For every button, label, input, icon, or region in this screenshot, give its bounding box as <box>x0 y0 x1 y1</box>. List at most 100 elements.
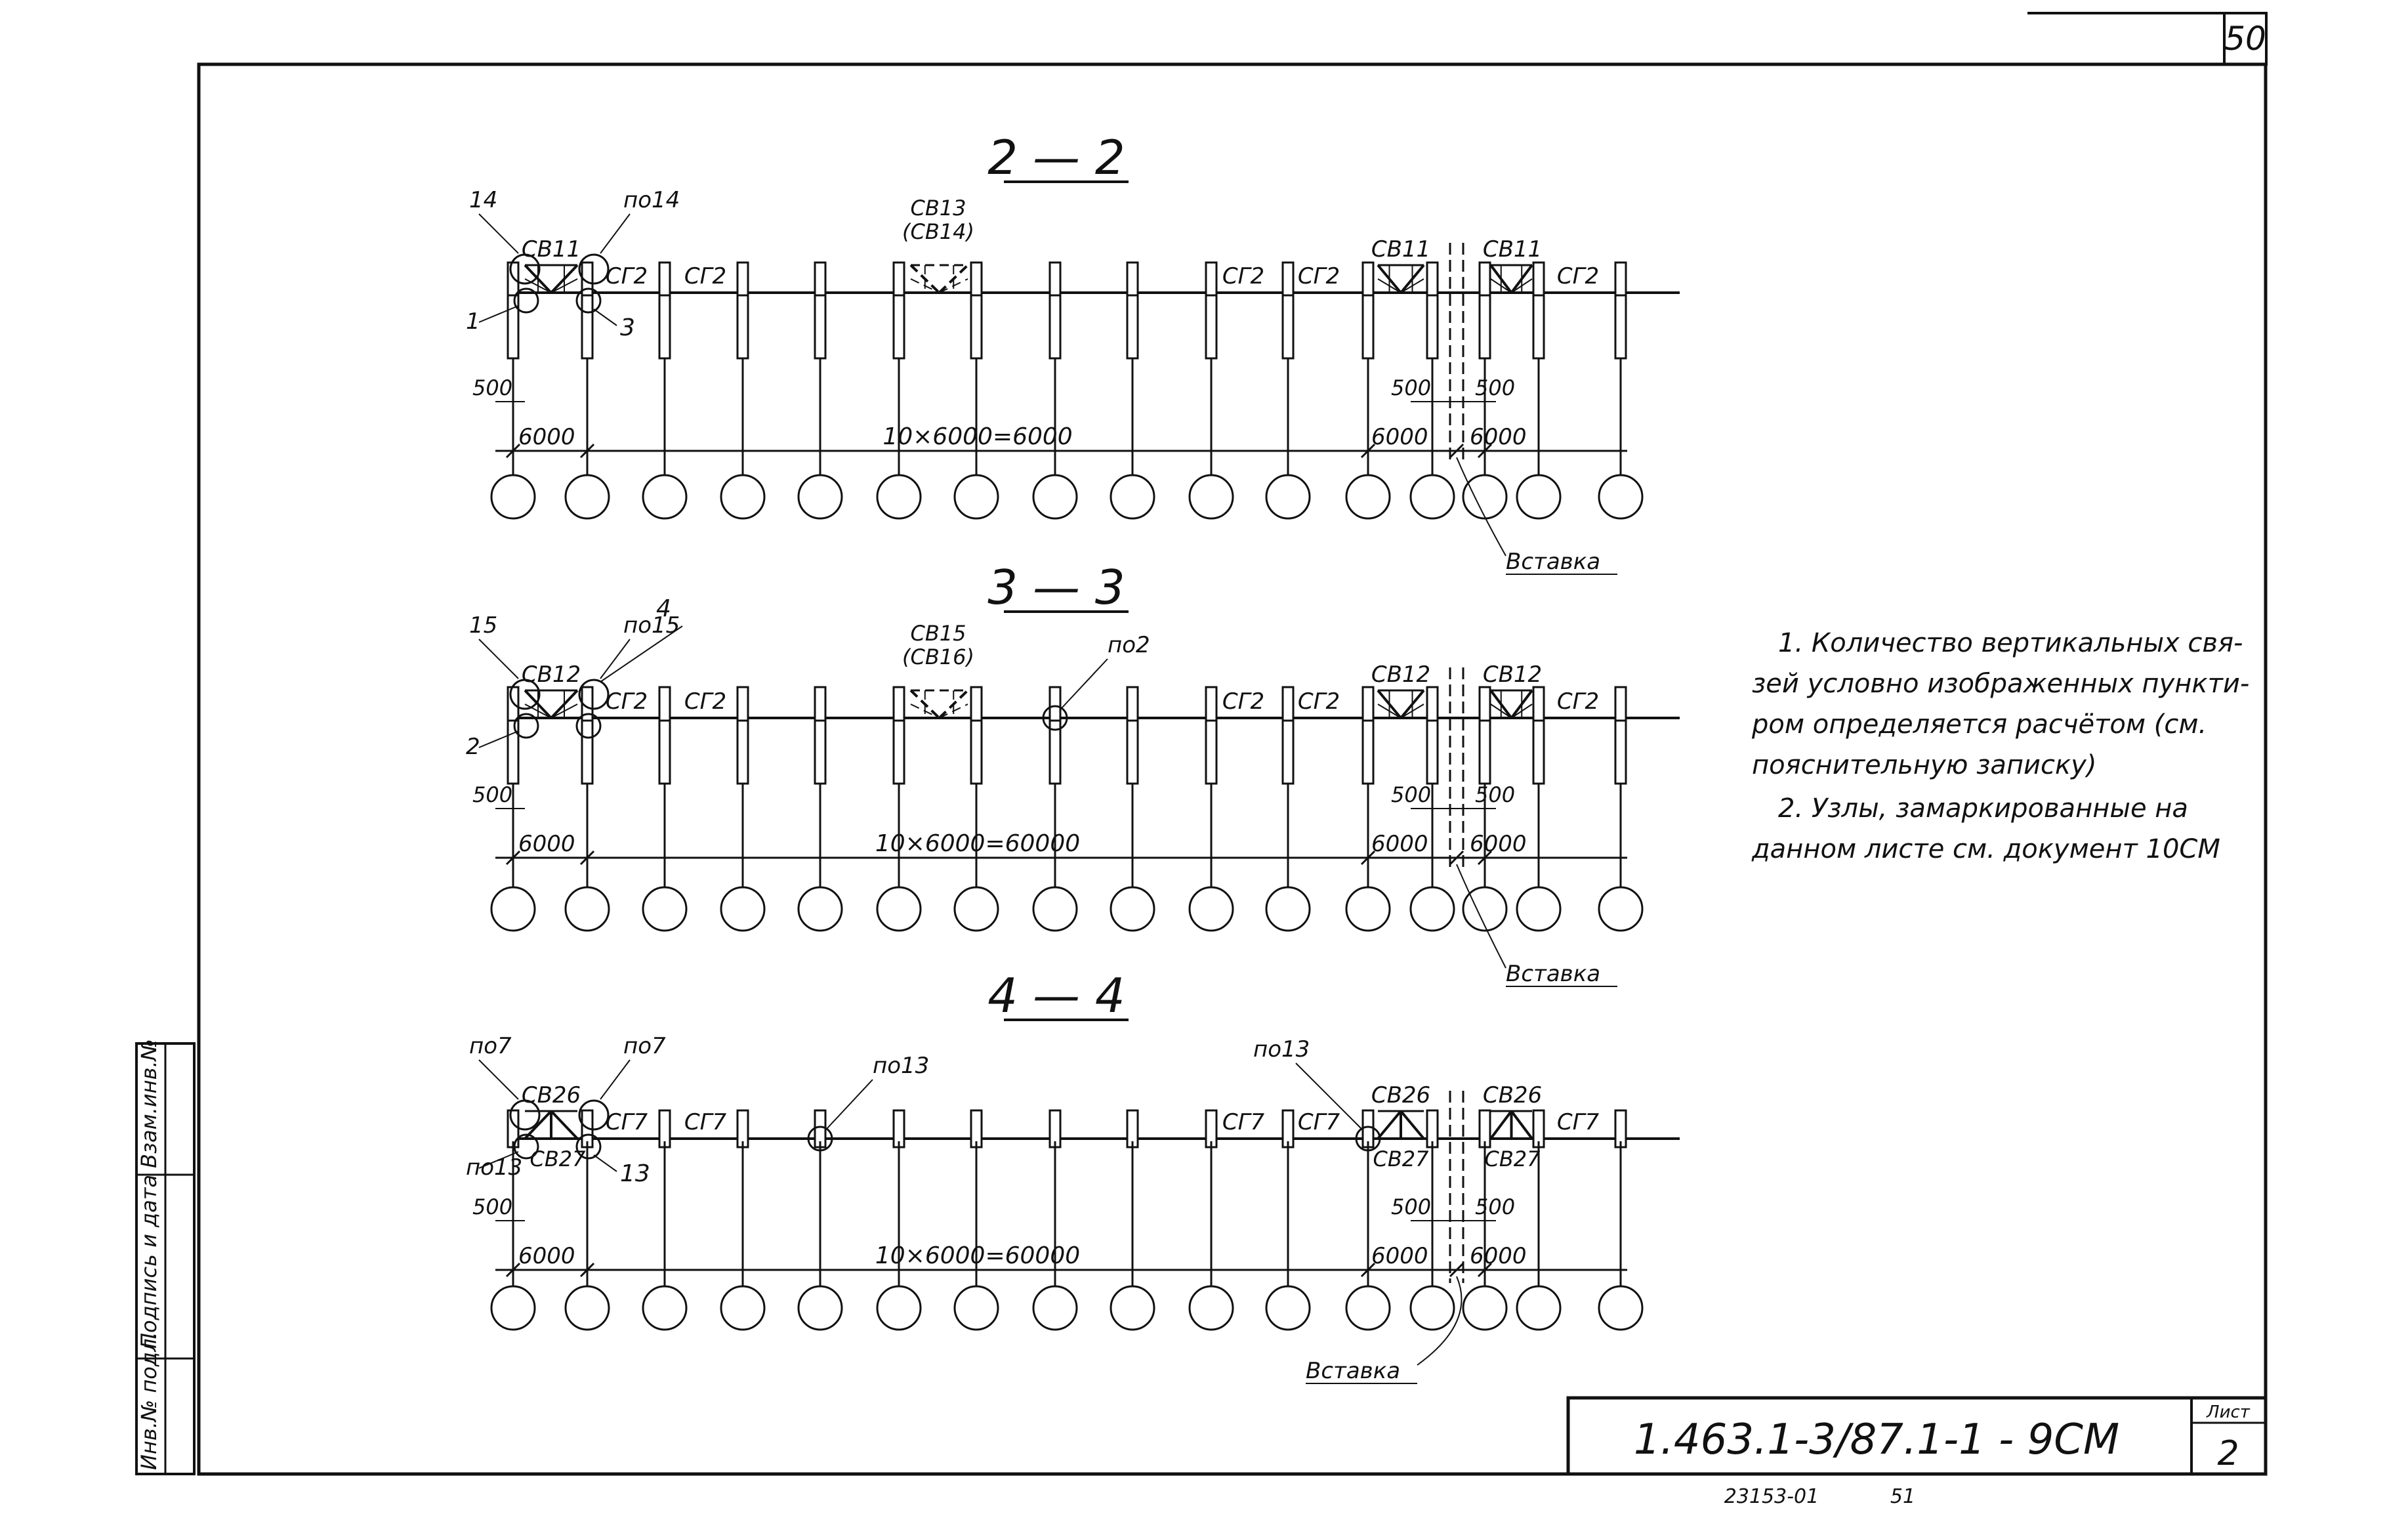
dimension-tick <box>1477 850 1493 866</box>
axis-bubble <box>642 886 688 932</box>
column-shaft <box>892 294 905 360</box>
column <box>1345 1109 1391 1331</box>
axis-bubble <box>490 886 536 932</box>
column-shaft <box>1614 294 1627 360</box>
brace-right-a-label: СВ11 <box>1371 236 1430 263</box>
axis-bubble <box>953 886 999 932</box>
span-right-b: 6000 <box>1470 424 1527 450</box>
brace-diagonal <box>1489 1110 1513 1140</box>
beam-label: СГ2 <box>1298 688 1340 715</box>
node-leader <box>1061 658 1108 709</box>
node-label-tl: 15 <box>469 612 497 639</box>
column-shaft <box>1478 294 1491 360</box>
column <box>1598 1109 1644 1331</box>
right-offset-a: 500 <box>1391 782 1431 807</box>
column-shaft <box>581 294 594 360</box>
axis-bubble <box>1265 886 1311 932</box>
node-leader <box>478 1151 519 1169</box>
brace-left-label: СВ26 <box>522 1082 581 1108</box>
axis-bubble <box>720 1285 766 1331</box>
column-shaft <box>658 719 671 785</box>
column <box>1265 261 1311 520</box>
brace-right-b-label: СВ12 <box>1483 662 1542 688</box>
column-shaft <box>814 719 827 785</box>
dimension-tick <box>1477 443 1493 459</box>
axis-bubble <box>564 1285 610 1331</box>
drawing-frame: 50 <box>197 12 2268 1476</box>
column <box>1345 261 1391 520</box>
node-label-extra: 4 <box>656 595 671 622</box>
dimension-tick <box>579 443 595 459</box>
beam-label: СГ7 <box>1222 1109 1265 1135</box>
axis-bubble <box>1032 1285 1078 1331</box>
node-label-tl: 14 <box>469 187 497 213</box>
brace-right-a-label: СВ26 <box>1371 1082 1430 1108</box>
brace-right-a <box>1377 689 1425 719</box>
node-circle <box>578 253 610 285</box>
column-shaft <box>1478 719 1491 785</box>
axis-bubble <box>1516 1285 1562 1331</box>
axis-bubble <box>1188 886 1234 932</box>
brace-diagonal <box>939 278 968 293</box>
brace-diagonal <box>1400 704 1424 719</box>
section-title: 2 — 2 <box>987 130 1125 185</box>
column <box>1188 261 1234 520</box>
stamp-cell-replace: Взам.инв.№ <box>136 1039 161 1168</box>
right-offset-b: 500 <box>1475 1194 1515 1219</box>
beam-label: СГ2 <box>1298 263 1340 289</box>
axis-bubble <box>876 886 922 932</box>
node-circle <box>513 287 539 314</box>
beam-label: СГ7 <box>606 1109 648 1135</box>
column <box>490 261 536 520</box>
axis-bubble <box>564 474 610 520</box>
dimension-tick <box>1360 1262 1376 1278</box>
column <box>1409 261 1455 520</box>
axis-bubble <box>1110 1285 1155 1331</box>
node-circle <box>513 1133 539 1160</box>
brace-diagonal <box>550 1110 579 1140</box>
axis-bubble <box>1409 474 1455 520</box>
brace-diagonal <box>910 704 940 719</box>
column-shaft <box>1361 294 1375 360</box>
node-circle <box>509 679 541 710</box>
column <box>797 261 843 520</box>
column <box>1516 261 1562 520</box>
span-total: 10×6000=60000 <box>875 830 1080 857</box>
beam-label: СГ2 <box>606 688 648 715</box>
left-offset: 500 <box>472 375 512 400</box>
span-first: 6000 <box>518 424 575 450</box>
node-leader <box>826 1079 873 1129</box>
axis-bubble <box>1345 474 1391 520</box>
node-leader <box>478 639 519 679</box>
right-offset-a: 500 <box>1391 1194 1431 1219</box>
column <box>642 1109 688 1331</box>
column <box>1409 1109 1455 1331</box>
insert-label: Вставка <box>1306 1358 1400 1384</box>
brace-right-a-label: СВ12 <box>1371 662 1430 688</box>
span-right-a: 6000 <box>1371 1243 1428 1269</box>
span-first: 6000 <box>518 1243 575 1269</box>
beam-label: СГ2 <box>1222 688 1264 715</box>
column <box>1032 261 1078 520</box>
node-label-tr: по14 <box>623 187 680 213</box>
column <box>876 686 922 932</box>
brace-diagonal <box>1377 1110 1402 1140</box>
column-shaft <box>970 719 983 785</box>
right-offset-b: 500 <box>1475 782 1515 807</box>
column <box>1409 686 1455 932</box>
dimension-tick <box>1449 850 1464 866</box>
brace-diagonal <box>1510 278 1533 293</box>
brace-diagonal <box>1510 704 1533 719</box>
dimension-tick <box>1477 1262 1493 1278</box>
dimension-tick <box>505 443 521 459</box>
column <box>1462 261 1508 520</box>
column <box>953 1109 999 1331</box>
column-shaft <box>581 719 594 785</box>
axis-bubble <box>720 474 766 520</box>
brace-left <box>524 1110 579 1140</box>
dimension-tick <box>579 1262 595 1278</box>
insert-leader <box>1456 457 1506 557</box>
column-shaft <box>1426 719 1439 785</box>
brace-right-lower-b-label: СВ27 <box>1484 1147 1541 1171</box>
